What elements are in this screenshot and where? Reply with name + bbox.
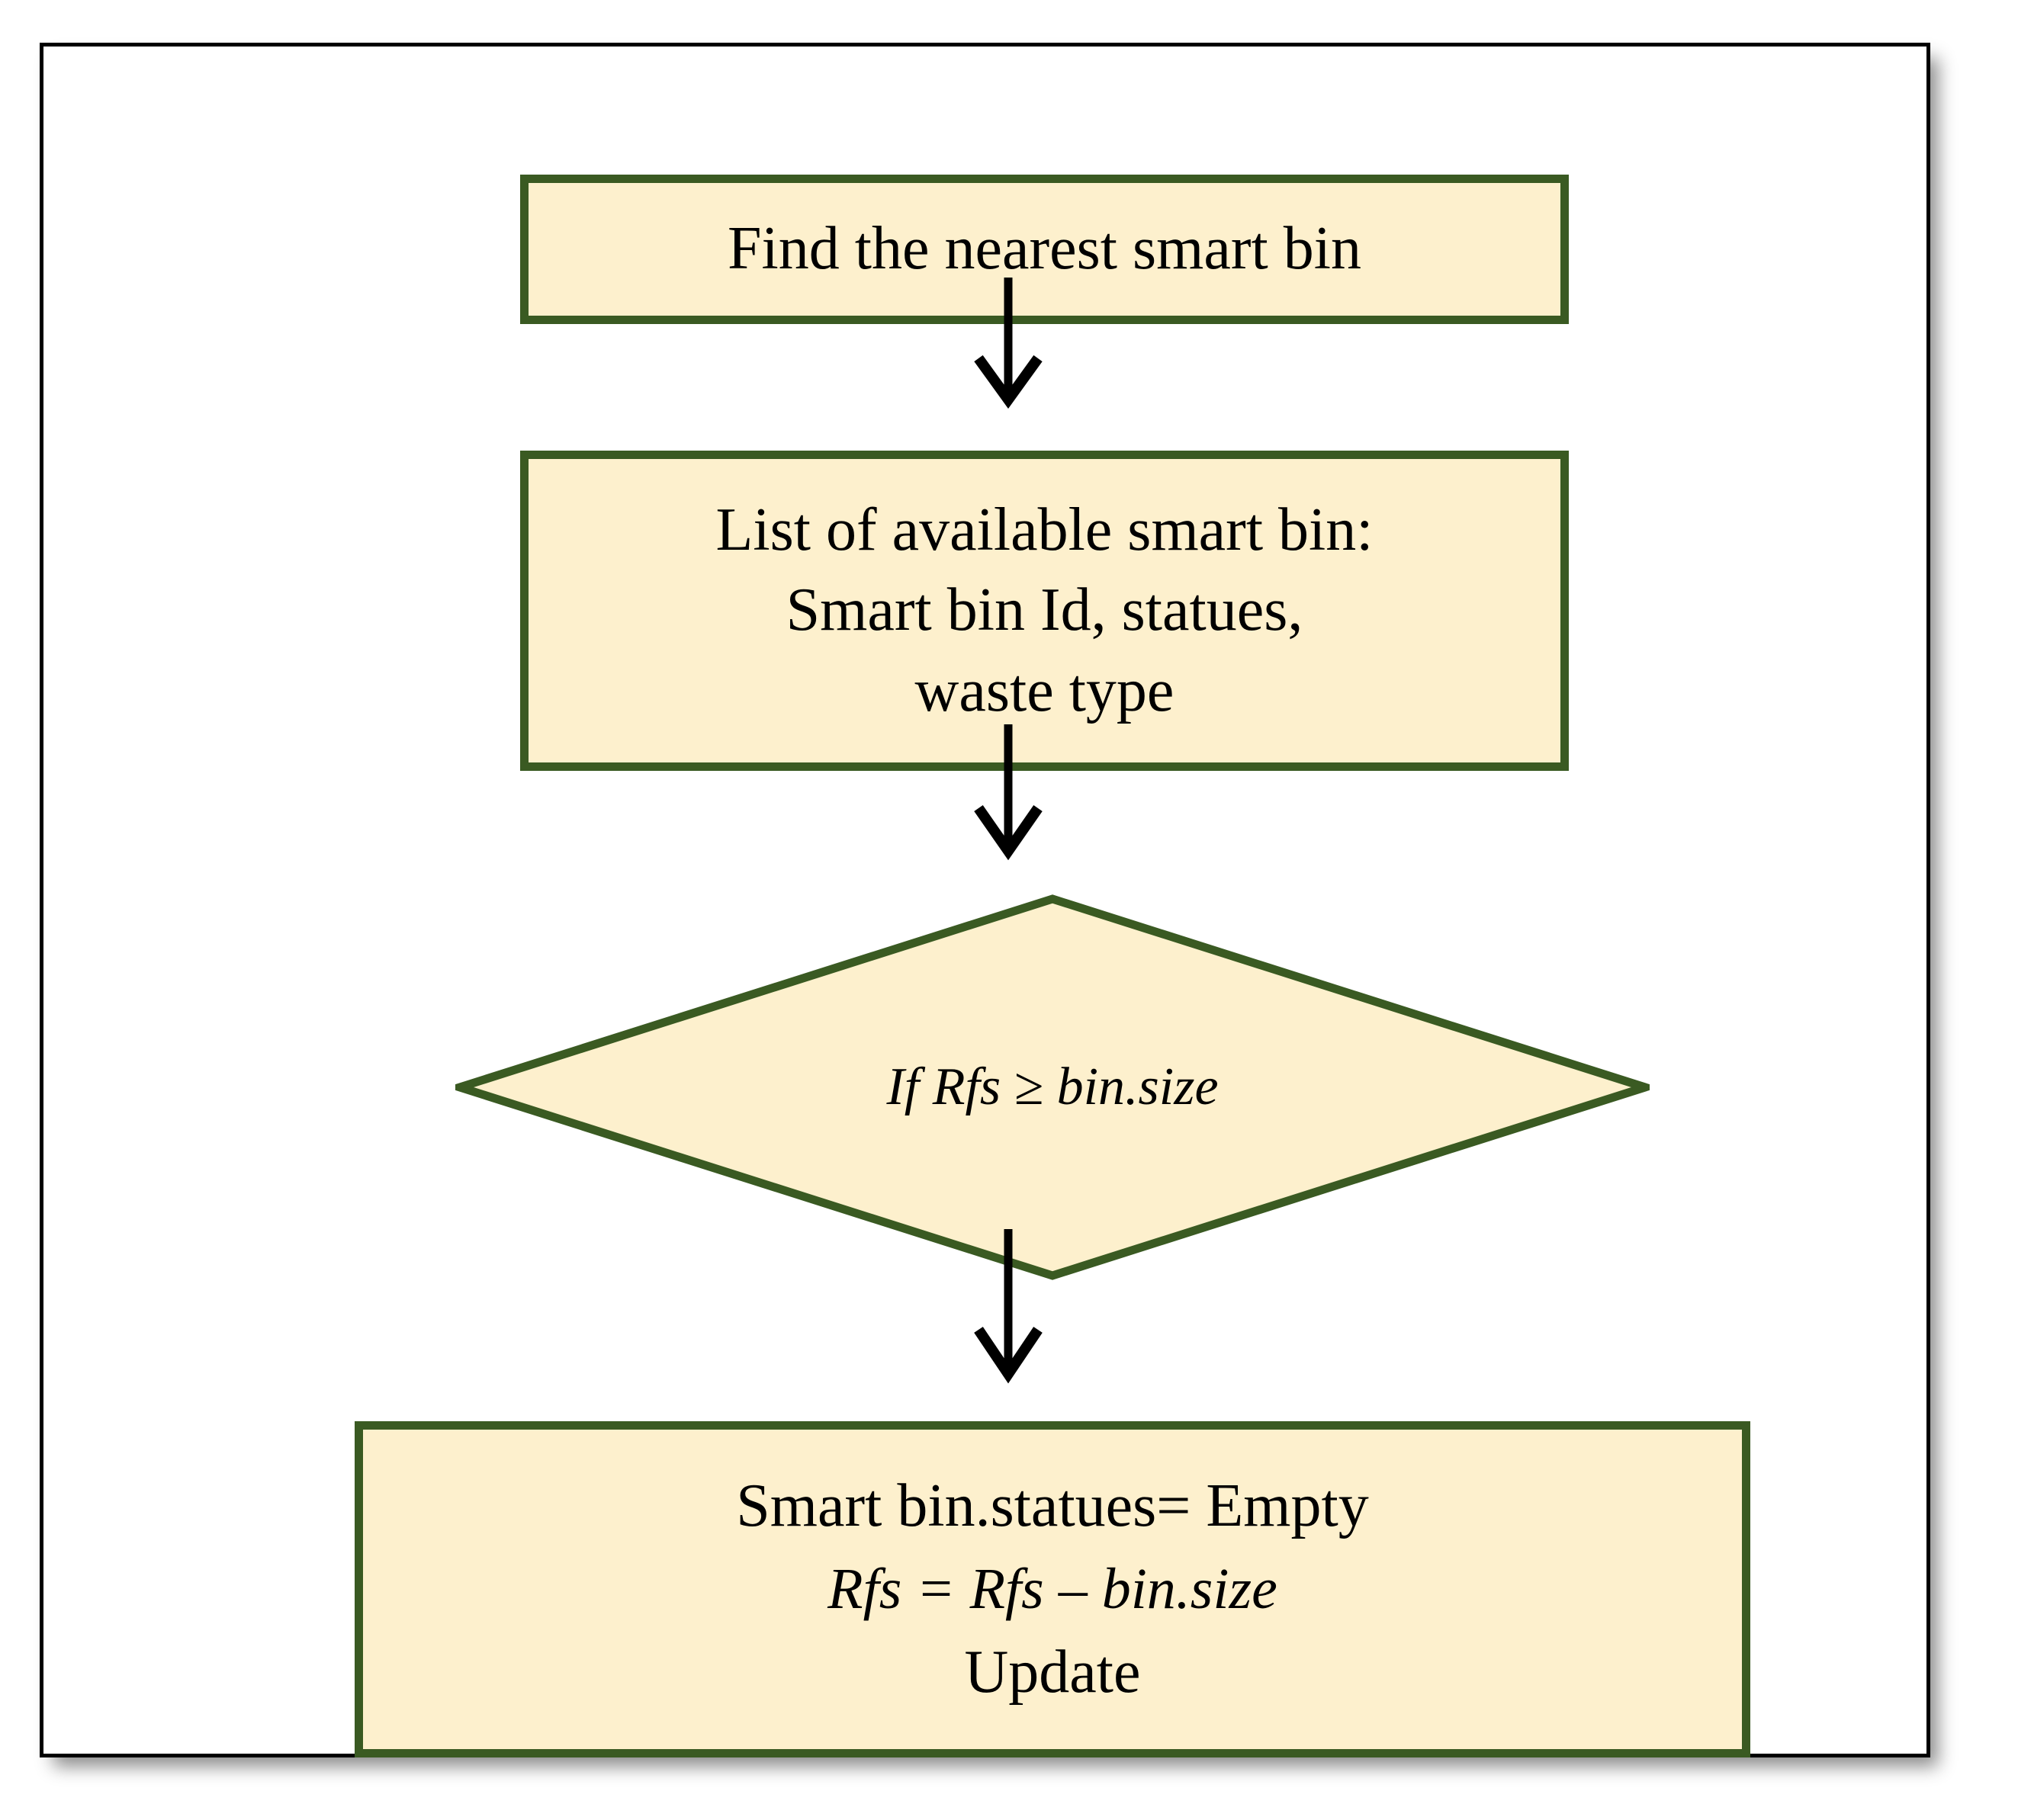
node-list-line-3: waste type	[914, 656, 1174, 724]
node-decision-label: If Rfs ≥ bin.size	[886, 1058, 1219, 1116]
node-update-line-3: Update	[964, 1638, 1141, 1706]
figure-frame: Find the nearest smart bin List of avail…	[40, 43, 1930, 1757]
node-decision-if-rfs-ge-bin-size[interactable]: If Rfs ≥ bin.size	[455, 894, 1650, 1280]
node-find-nearest-smart-bin[interactable]: Find the nearest smart bin	[520, 175, 1569, 324]
node-update-line-2: Rfs = Rfs – bin.size	[827, 1557, 1277, 1622]
node-update-smart-bin-statues[interactable]: Smart bin.statues= Empty Rfs = Rfs – bin…	[355, 1421, 1750, 1757]
node-list-available-smart-bin[interactable]: List of available smart bin: Smart bin I…	[520, 451, 1569, 771]
node-find-line-1: Find the nearest smart bin	[728, 215, 1361, 283]
node-list-line-1: List of available smart bin:	[715, 496, 1374, 563]
diamond-shape	[455, 894, 1650, 1280]
node-list-line-2: Smart bin Id, statues,	[786, 576, 1303, 644]
node-update-line-1: Smart bin.statues= Empty	[736, 1472, 1369, 1539]
